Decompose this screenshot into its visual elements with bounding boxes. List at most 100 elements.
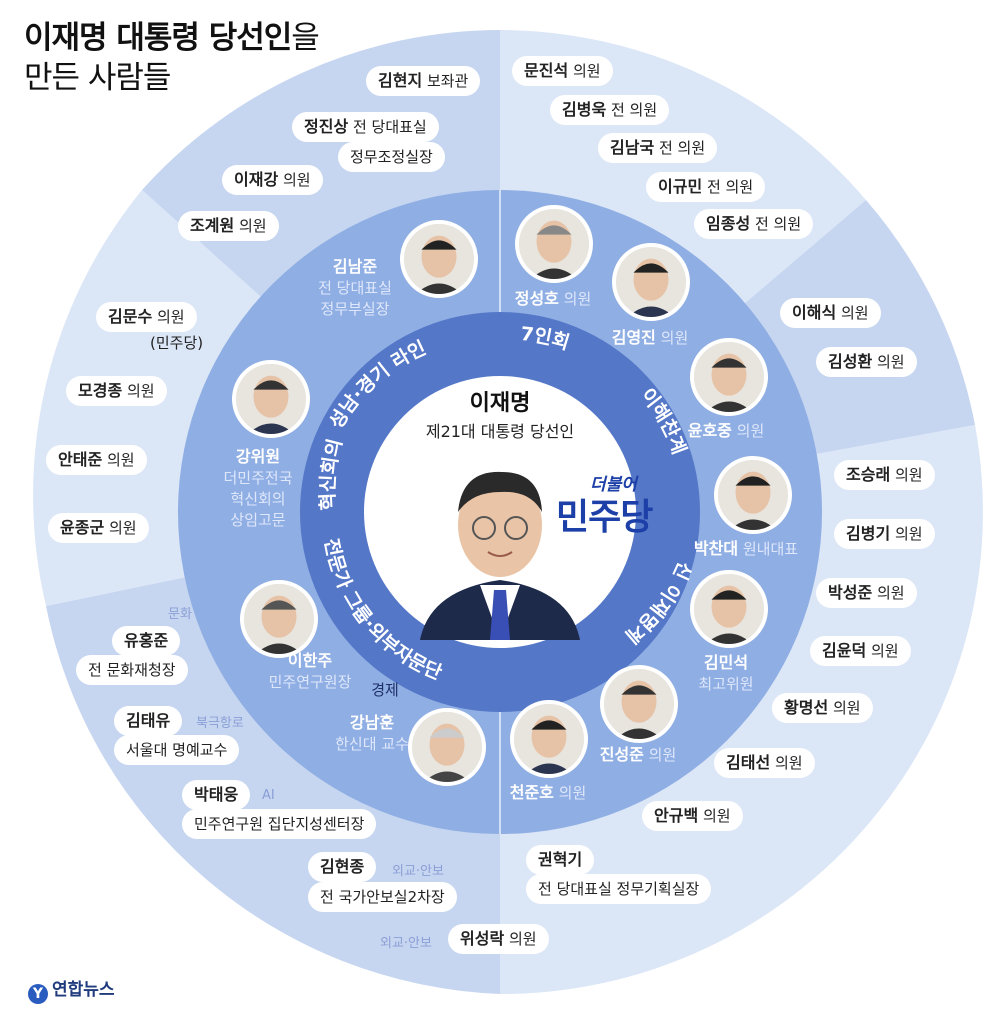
role1-kangwiwon: 더민주전국 <box>223 469 293 487</box>
suffix-ahngyubaek: 의원 <box>702 807 731 825</box>
name-kimbyungwook: 김병욱 <box>562 100 607 119</box>
suffix-leejaegang: 의원 <box>282 171 311 189</box>
title-line1-tail: 을 <box>291 20 320 56</box>
person-joseungrae: 조승래 의원 <box>834 460 935 490</box>
label-leehanju: 이한주 민주연구원장 <box>269 650 352 693</box>
logo-text: 연합뉴스 <box>52 980 115 1000</box>
name-parktaewoong: 박태웅 <box>194 785 239 804</box>
suffix-kimtaesun: 의원 <box>774 754 803 772</box>
suffix-hwangmyungsun: 의원 <box>832 699 861 717</box>
suffix-moonjinseok: 의원 <box>572 62 601 80</box>
name-kwonhyukki: 권혁기 <box>538 850 583 869</box>
suffix-parkchandae: 원내대표 <box>742 540 799 558</box>
party-kimmunsu: (민주당) <box>150 334 204 352</box>
person-ahntaejun: 안태준 의원 <box>46 445 147 475</box>
label-kangnamhoon: 강남훈 한신대 교수 <box>335 712 409 755</box>
name-yoonhojung: 윤호중 <box>687 421 732 440</box>
person-hwangmyungsun: 황명선 의원 <box>772 693 873 723</box>
name-kimyoungjin: 김영진 <box>611 328 656 347</box>
label-kimyoungjin: 김영진 의원 <box>612 327 689 349</box>
person-kimbyungwook: 김병욱 전 의원 <box>550 95 670 125</box>
suffix-kimmunsu: 의원 <box>156 308 185 326</box>
name-kimtaeyu: 김태유 <box>126 711 171 730</box>
label-jinsungjun: 진성준 의원 <box>600 744 677 766</box>
person-kwonhyukki: 권혁기 <box>526 845 595 875</box>
suffix-kimsunghwan: 의원 <box>876 353 905 371</box>
name-kimmunsu: 김문수 <box>108 307 153 326</box>
person-kimhyunjong-line2: 전 국가안보실2차장 <box>308 882 457 912</box>
name-parkchandae: 박찬대 <box>693 539 739 558</box>
person-jungjinsang-line2: 정무조정실장 <box>338 142 445 172</box>
name-leegyumin: 이규민 <box>658 177 703 196</box>
title-line1-bold: 이재명 대통령 당선인 <box>24 20 292 56</box>
person-chogyewon: 조계원 의원 <box>178 211 279 241</box>
suffix-wisungrak: 의원 <box>508 930 537 948</box>
role1-leehanju: 민주연구원장 <box>268 673 352 691</box>
name-yoonjonggun: 윤종군 <box>60 518 105 537</box>
person-kimtaesun: 김태선 의원 <box>714 748 815 778</box>
name-kimtaesun: 김태선 <box>726 753 771 772</box>
avatar-kimyoungjin <box>612 243 690 321</box>
center-portrait <box>410 450 590 640</box>
avatar-yoonhojung <box>690 338 768 416</box>
role1-kimminseok: 최고위원 <box>698 675 754 693</box>
person-kimmunsu: 김문수 의원 <box>96 302 197 332</box>
suffix-leegyumin: 전 의원 <box>706 178 754 196</box>
role1-kimnamjun: 전 당대표실 <box>318 279 392 297</box>
label-yoonhojung: 윤호중 의원 <box>688 420 765 442</box>
name-kimnamjun: 김남준 <box>332 257 378 276</box>
suffix-chunjunho: 의원 <box>558 784 587 802</box>
suffix-joseungrae: 의원 <box>894 466 923 484</box>
person-kimtaeyu: 김태유 <box>114 706 183 736</box>
avatar-kimnamjun <box>400 220 478 298</box>
yonhap-logo-icon: Y <box>28 984 48 1004</box>
avatar-jinsungjun <box>600 665 678 743</box>
avatar-kangnamhoon <box>408 708 486 786</box>
name-yoohongjun: 유홍준 <box>124 631 169 650</box>
person-leehaesik: 이해식 의원 <box>780 298 881 328</box>
name-kangwiwon: 강위원 <box>235 447 281 466</box>
person-yoohongjun: 유홍준 <box>112 626 181 656</box>
name-kimminseok: 김민석 <box>703 653 749 672</box>
person-wisungrak: 위성락 의원 <box>448 924 549 954</box>
label-kimminseok: 김민석 최고위원 <box>698 652 753 695</box>
name-kimbyunggi: 김병기 <box>846 524 891 543</box>
role-kimhyunjong: 전 국가안보실2차장 <box>320 888 445 906</box>
person-parktaewoong-line2: 민주연구원 집단지성센터장 <box>182 809 377 839</box>
tag-wisungrak: 외교·안보 <box>380 936 432 951</box>
tag-kimtaeyu: 북극항로 <box>196 716 244 731</box>
label-kangwiwon: 강위원 더민주전국 혁신회의 상임고문 <box>223 446 292 531</box>
name-mokyungjong: 모경종 <box>78 381 123 400</box>
person-parktaewoong: 박태웅 <box>182 780 251 810</box>
role-kimtaeyu: 서울대 명예교수 <box>126 741 228 759</box>
avatar-chunjunho <box>510 700 588 778</box>
person-jungjinsang: 정진상 전 당대표실 <box>292 112 439 142</box>
center-role: 제21대 대통령 당선인 <box>425 422 575 441</box>
suffix-ahntaejun: 의원 <box>106 451 135 469</box>
suffix-chogyewon: 의원 <box>238 217 267 235</box>
label-parkchandae: 박찬대 원내대표 <box>694 538 798 560</box>
role1-kangnamhoon: 한신대 교수 <box>335 735 409 753</box>
tag-parktaewoong: AI <box>262 788 275 803</box>
tag-economy: 경제 <box>371 681 399 699</box>
name-kangnamhoon: 강남훈 <box>349 713 395 732</box>
suffix-jungjinsang: 전 당대표실 <box>352 118 427 136</box>
name-kimhyunjong: 김현종 <box>320 857 365 876</box>
suffix-parksungjun: 의원 <box>876 584 905 602</box>
role-parktaewoong: 민주연구원 집단지성센터장 <box>194 815 365 833</box>
person-kimsunghwan: 김성환 의원 <box>816 347 917 377</box>
person-leegyumin: 이규민 전 의원 <box>646 172 766 202</box>
name-leehaesik: 이해식 <box>792 303 837 322</box>
avatar-leehanju <box>240 580 318 658</box>
suffix-kimyoungjin: 의원 <box>660 329 689 347</box>
person-yoonjonggun: 윤종군 의원 <box>48 513 149 543</box>
label-chunjunho: 천준호 의원 <box>510 782 587 804</box>
name-leehanju: 이한주 <box>287 651 333 670</box>
suffix-leehaesik: 의원 <box>840 304 869 322</box>
name-kimyoonduk: 김윤덕 <box>822 641 867 660</box>
label-jungsungho: 정성호 의원 <box>515 288 592 310</box>
person-kimnamguk: 김남국 전 의원 <box>598 133 718 163</box>
person-kimhyunjong: 김현종 <box>308 852 377 882</box>
